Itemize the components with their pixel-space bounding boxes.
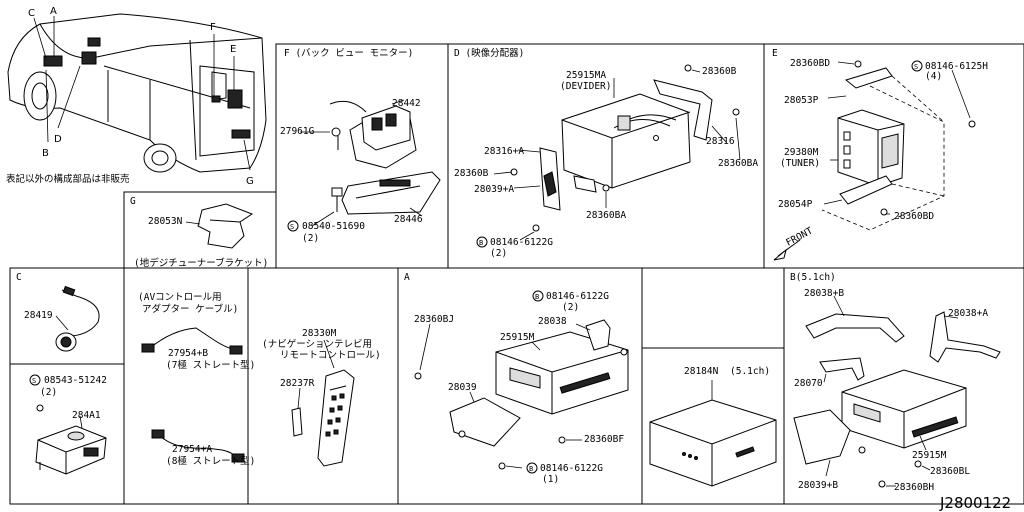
label-28039b: 28039+B	[798, 480, 838, 491]
panel-a: A B 08146-6122G (2) 28360BJ 28038 25915M…	[397, 267, 643, 505]
label-08540-qty: (2)	[302, 233, 319, 244]
label-28330m: 28330M	[302, 328, 337, 339]
panel-b-title: B(5.1ch)	[790, 272, 836, 283]
marker-d: D	[54, 134, 62, 145]
label-08146-a-top-qty: (2)	[562, 302, 579, 313]
panel-5ch: 28184N (5.1ch)	[641, 347, 785, 505]
panel-c2: S 08543-51242 (2) 284A1	[9, 363, 125, 505]
label-28316a: 28316+A	[484, 146, 524, 157]
marker-e: E	[230, 44, 236, 55]
panel-c-title: C	[16, 272, 22, 283]
label-08543-51242: 08543-51242	[44, 375, 107, 386]
label-28039a: 28039+A	[474, 184, 514, 195]
panel-f: F (バック ビュー モニター) 28442 27961G 28446 S 08…	[275, 43, 449, 269]
panel-av-cable: (AVコントロール用 アダプター ケーブル) 27954+B (7極 ストレート…	[123, 267, 255, 505]
marker-f: F	[210, 22, 216, 33]
label-28360bj: 28360BJ	[414, 314, 454, 325]
b-mark: B	[479, 239, 483, 247]
label-28184n-sub: (5.1ch)	[730, 366, 770, 377]
marker-g: G	[246, 176, 254, 187]
label-28446: 28446	[394, 214, 423, 225]
label-28360b-d: 28360B	[702, 66, 737, 77]
label-25915ma: 25915MA	[566, 70, 606, 81]
diagram-id: J2800122	[939, 494, 1011, 512]
panel-d: D (映像分配器) 25915MA (DEVIDER) 28360B 28316…	[447, 43, 765, 269]
label-28360bf: 28360BF	[584, 434, 624, 445]
label-08146-6122g-a-bot: 08146-6122G	[540, 463, 603, 474]
b-mark-a-top: B	[535, 293, 539, 301]
non-sale-note: 表記以外の構成部品は非販売	[6, 173, 130, 185]
label-28442: 28442	[392, 98, 421, 109]
vehicle-view: C A F E D B G 表記以外の構成部品は非販売	[6, 6, 267, 187]
label-29380m: 29380M	[784, 147, 819, 158]
label-28360bd-t: 28360BD	[790, 58, 830, 69]
s-mark-e: S	[914, 63, 918, 71]
label-284a1: 284A1	[72, 410, 101, 421]
av-heading-1: (AVコントロール用	[138, 292, 222, 303]
label-28038b: 28038+B	[804, 288, 844, 299]
label-27954a: 27954+A	[172, 444, 212, 455]
label-08543-qty: (2)	[40, 387, 57, 398]
label-08146-e-qty: (4)	[925, 71, 942, 82]
panel-f-title: F (バック ビュー モニター)	[284, 48, 413, 59]
panel-e: E 28360BD S 08146-6125H (4) 28053P 29380…	[763, 43, 1024, 269]
marker-b: B	[42, 148, 49, 159]
nav-sub-1: (ナビゲーションテレビ用	[262, 338, 372, 350]
panel-e-title: E	[772, 48, 778, 59]
label-devider: (DEVIDER)	[560, 81, 611, 92]
panel-g: G 28053N (地デジチューナーブラケット)	[123, 191, 277, 269]
label-08146-6122g-d: 08146-6122G	[490, 237, 553, 248]
label-28419: 28419	[24, 310, 53, 321]
label-tuner: (TUNER)	[780, 158, 820, 169]
label-27954b-sub: (7極 ストレート型)	[166, 359, 255, 371]
label-08146-d-qty: (2)	[490, 248, 507, 259]
label-08146-6122g-a-top: 08146-6122G	[546, 291, 609, 302]
nav-sub-2: リモートコントロール)	[280, 350, 381, 361]
label-28360ba-b: 28360BA	[586, 210, 626, 221]
label-28360b-l: 28360B	[454, 168, 489, 179]
label-28184n: 28184N	[684, 366, 719, 377]
label-25915m-b: 25915M	[912, 450, 947, 461]
panel-a-title: A	[404, 272, 410, 283]
label-27961g: 27961G	[280, 126, 315, 137]
label-28360ba-r: 28360BA	[718, 158, 758, 169]
label-28070: 28070	[794, 378, 823, 389]
label-28360bh: 28360BH	[894, 482, 934, 493]
panel-c: C 28419	[9, 267, 125, 365]
label-27954b: 27954+B	[168, 348, 208, 359]
b-mark-a-bot: B	[529, 465, 533, 473]
label-28053p: 28053P	[784, 95, 819, 106]
label-28237r: 28237R	[280, 378, 315, 389]
label-28039: 28039	[448, 382, 477, 393]
label-28360bd-b: 28360BD	[894, 211, 934, 222]
label-28360bl: 28360BL	[930, 466, 970, 477]
marker-c: C	[28, 8, 35, 19]
front-label: FRONT	[784, 225, 815, 248]
panel-b: B(5.1ch) 28038+B 28038+A 28070 25915M 28…	[783, 267, 1024, 505]
label-25915m-a: 25915M	[500, 332, 535, 343]
s-mark: S	[290, 223, 294, 231]
marker-a: A	[50, 6, 57, 17]
label-27954a-sub: (8極 ストレート型)	[166, 455, 255, 467]
s-mark-c2: S	[32, 377, 36, 385]
label-28038a: 28038+A	[948, 308, 988, 319]
av-heading-2: アダプター ケーブル)	[142, 303, 238, 315]
panel-g-caption: (地デジチューナーブラケット)	[134, 257, 268, 269]
panel-d-title: D (映像分配器)	[454, 47, 524, 59]
label-08540-51690: 08540-51690	[302, 221, 365, 232]
label-08146-6125h: 08146-6125H	[925, 61, 988, 72]
label-28054p: 28054P	[778, 199, 813, 210]
label-28316: 28316	[706, 136, 735, 147]
panel-g-title: G	[130, 196, 136, 207]
label-28053n: 28053N	[148, 216, 183, 227]
panel-nav-remote: 28330M (ナビゲーションテレビ用 リモートコントロール) 28237R	[247, 267, 399, 505]
label-08146-a-bot-qty: (1)	[542, 474, 559, 485]
label-28038: 28038	[538, 316, 567, 327]
